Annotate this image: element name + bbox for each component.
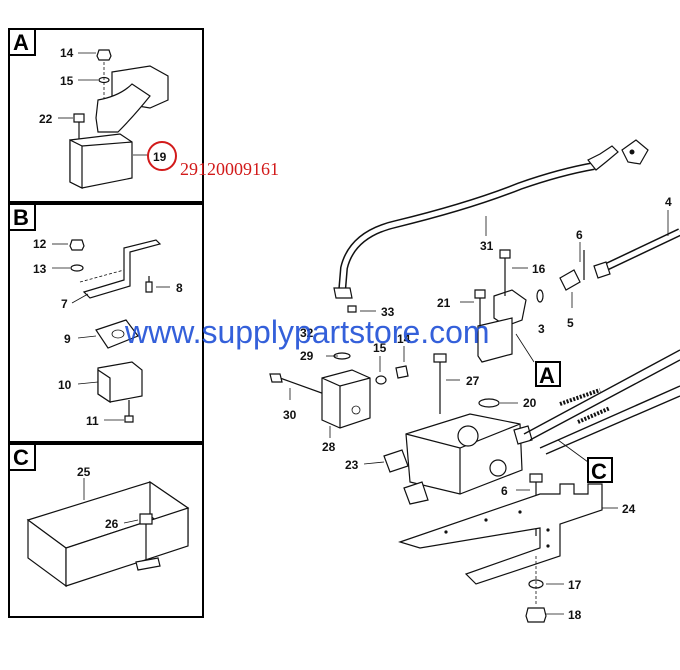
label-6-top: 6 <box>576 228 583 242</box>
label-15: 15 <box>60 74 74 88</box>
label-11: 11 <box>86 414 99 428</box>
label-29: 29 <box>300 349 314 363</box>
label-17: 17 <box>568 578 582 592</box>
label-21: 21 <box>437 296 451 310</box>
label-27: 27 <box>466 374 480 388</box>
callout-a: A <box>539 363 555 388</box>
label-9: 9 <box>64 332 71 346</box>
label-33: 33 <box>381 305 395 319</box>
panel-b-letter: B <box>13 205 29 230</box>
watermark-text: www.supplypartstore.com <box>125 314 490 350</box>
panel-b: B 12 13 8 7 9 10 11 <box>8 203 204 443</box>
label-23: 23 <box>345 458 359 472</box>
label-18: 18 <box>568 608 582 622</box>
label-7: 7 <box>61 297 68 311</box>
highlighted-part-number: 29120009161 <box>180 159 279 179</box>
label-8: 8 <box>176 281 183 295</box>
label-6-bottom: 6 <box>501 484 508 498</box>
label-15-main: 15 <box>373 341 387 355</box>
panel-a-letter: A <box>13 30 29 55</box>
callout-c: C <box>591 459 607 484</box>
label-19: 19 <box>153 150 167 164</box>
label-16: 16 <box>532 262 546 276</box>
label-31: 31 <box>480 239 494 253</box>
panel-c: C 25 26 <box>8 443 204 618</box>
label-5: 5 <box>567 316 574 330</box>
panel-c-letter: C <box>13 445 29 470</box>
label-32: 32 <box>300 326 314 340</box>
label-4: 4 <box>665 195 672 209</box>
label-26: 26 <box>105 517 119 531</box>
label-30: 30 <box>283 408 297 422</box>
main-assembly: A C 31 4 6 16 21 5 33 32 15 14 29 30 27 … <box>269 139 680 623</box>
label-3: 3 <box>538 322 545 336</box>
label-12: 12 <box>33 237 47 251</box>
label-22: 22 <box>39 112 53 126</box>
label-14-main: 14 <box>397 332 411 346</box>
label-10: 10 <box>58 378 72 392</box>
label-24: 24 <box>622 502 636 516</box>
label-14: 14 <box>60 46 74 60</box>
label-13: 13 <box>33 262 47 276</box>
label-28: 28 <box>322 440 336 454</box>
highlight-circle <box>147 141 177 171</box>
label-20: 20 <box>523 396 537 410</box>
label-25: 25 <box>77 465 91 479</box>
panel-a: A 14 15 22 19 <box>8 28 204 203</box>
